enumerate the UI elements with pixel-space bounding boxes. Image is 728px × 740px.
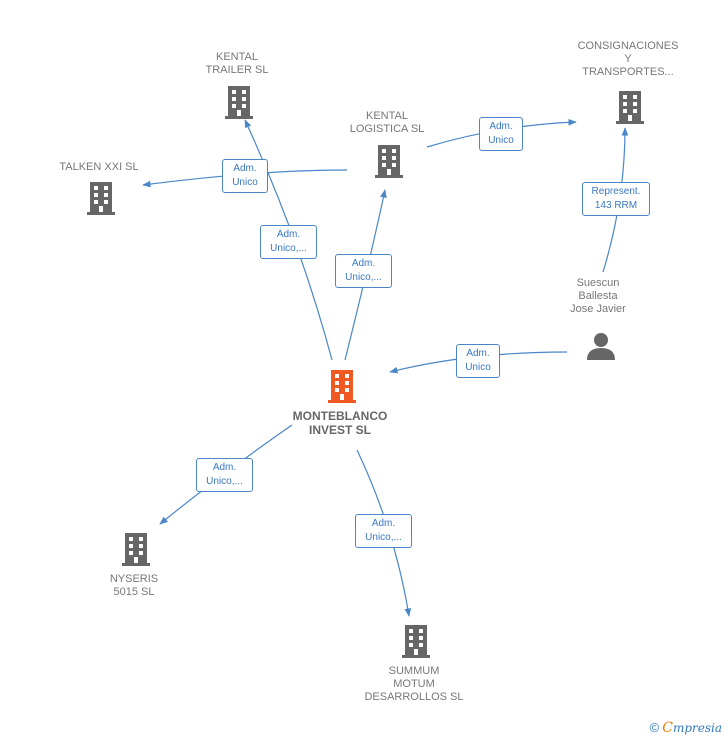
building-icon-monteblanco[interactable] bbox=[328, 370, 356, 403]
edge-label-monteblanco-logistica[interactable]: Adm. Unico,... bbox=[335, 254, 392, 288]
edge-label-monteblanco-nyseris[interactable]: Adm. Unico,... bbox=[196, 458, 253, 492]
edge-label-monteblanco-kentaltrailer[interactable]: Adm. Unico,... bbox=[260, 225, 317, 259]
person-icon[interactable] bbox=[587, 333, 615, 360]
node-label-nyseris[interactable]: NYSERIS 5015 SL bbox=[109, 573, 159, 598]
brand-logo-text: mpresia bbox=[672, 721, 722, 735]
building-icon-summum[interactable] bbox=[402, 625, 430, 658]
node-label-monteblanco[interactable]: MONTEBLANCO INVEST SL bbox=[292, 409, 388, 437]
building-icon-kental-trailer[interactable] bbox=[225, 86, 253, 119]
node-label-kental-logistica[interactable]: KENTAL LOGISTICA SL bbox=[349, 110, 425, 135]
node-label-summum[interactable]: SUMMUM MOTUM DESARROLLOS SL bbox=[364, 665, 464, 703]
node-label-kental-trailer[interactable]: KENTAL TRAILER SL bbox=[205, 51, 269, 76]
edge-label-monteblanco-summum[interactable]: Adm. Unico,... bbox=[355, 514, 412, 548]
edge-label-talken-kentaltrailer[interactable]: Adm. Unico bbox=[222, 159, 268, 193]
building-icon-consignaciones[interactable] bbox=[616, 91, 644, 124]
brand-logo-initial: C bbox=[662, 720, 673, 736]
brand-footer: ©Cmpresia bbox=[650, 720, 722, 736]
node-label-consignaciones[interactable]: CONSIGNACIONES Y TRANSPORTES... bbox=[577, 40, 679, 78]
building-icon-nyseris[interactable] bbox=[122, 533, 150, 566]
copyright-icon: © bbox=[649, 720, 660, 735]
node-label-talken[interactable]: TALKEN XXI SL bbox=[59, 161, 139, 173]
node-label-suescun[interactable]: Suescun Ballesta Jose Javier bbox=[570, 277, 626, 315]
edge-label-logistica-consignaciones[interactable]: Adm. Unico bbox=[479, 117, 523, 151]
building-icon-talken[interactable] bbox=[87, 182, 115, 215]
edge-label-suescun-monteblanco[interactable]: Adm. Unico bbox=[456, 344, 500, 378]
building-icon-kental-logistica[interactable] bbox=[375, 145, 403, 178]
edge-label-suescun-consignaciones[interactable]: Represent. 143 RRM bbox=[582, 182, 650, 216]
